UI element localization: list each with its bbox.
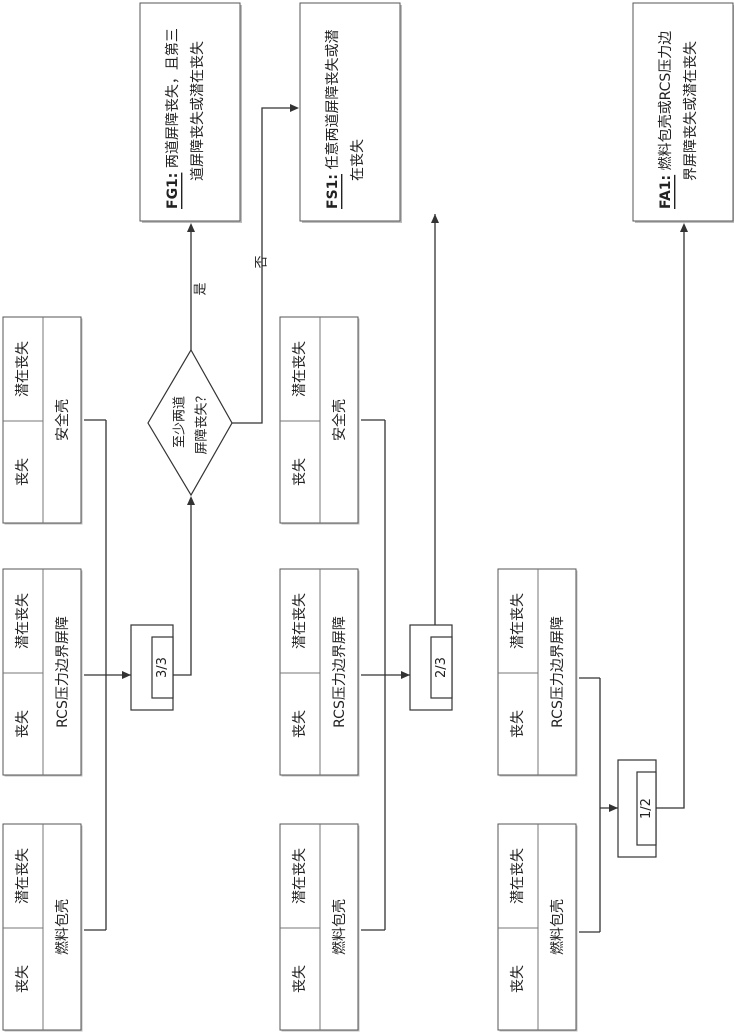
status-potential-loss-label: 潜在丧失 <box>510 593 526 649</box>
outcome-line1: FA1: 燃料包壳或RCS压力边 <box>657 31 674 209</box>
decision-question-line2: 屏障丧失？ <box>195 389 210 454</box>
status-potential-loss-label: 潜在丧失 <box>292 848 308 904</box>
barrier-name-label: RCS压力边界屏障 <box>55 616 71 728</box>
table-frame <box>497 823 577 1031</box>
status-potential-loss-label: 潜在丧失 <box>15 593 31 649</box>
outcome-line2: 界屏障丧失或潜在丧失 <box>683 41 699 181</box>
no-connector <box>232 107 290 424</box>
gate-label: 2/3 <box>434 657 449 678</box>
box-frame <box>299 2 401 222</box>
status-potential-loss-label: 潜在丧失 <box>15 341 31 397</box>
outcome-fs1: FS1: 任意两道屏障丧失或潜在丧失 <box>299 2 402 223</box>
status-potential-loss-label: 潜在丧失 <box>15 848 31 904</box>
arrowhead <box>431 214 439 223</box>
decision-question-line1: 至少两道 <box>173 396 188 448</box>
barrier-name-label: 安全壳 <box>331 399 348 441</box>
diamond-shape <box>147 348 233 497</box>
status-loss-label: 丧失 <box>510 710 526 738</box>
gate-3-of-3: 3/3 <box>130 624 174 711</box>
arrowhead <box>187 496 195 505</box>
barrier-name-label: 燃料包壳 <box>54 899 71 955</box>
status-loss-label: 丧失 <box>510 965 526 993</box>
table-frame <box>279 316 359 524</box>
status-loss-label: 丧失 <box>292 710 308 738</box>
table-frame <box>279 568 359 776</box>
barrier-name-label: 安全壳 <box>54 399 71 441</box>
status-loss-label: 丧失 <box>15 710 31 738</box>
table-frame <box>497 568 577 776</box>
table-frame <box>2 568 82 776</box>
decision-diamond: 至少两道屏障丧失？ <box>147 348 233 497</box>
barrier-name-label: 燃料包壳 <box>549 899 566 955</box>
gate-label: 1/2 <box>639 798 654 819</box>
table-frame <box>2 316 82 524</box>
barrier-name-label: RCS压力边界屏障 <box>332 616 348 728</box>
yes-label: 是 <box>194 282 209 295</box>
box-frame <box>632 2 734 222</box>
arrowhead <box>187 223 195 232</box>
gate-label: 3/3 <box>155 657 170 678</box>
connector <box>173 505 192 676</box>
gate-inner <box>151 636 174 699</box>
arrowhead <box>290 104 299 112</box>
outcome-line1: FS1: 任意两道屏障丧失或潜 <box>324 30 341 209</box>
gate-1-of-2: 1/2 <box>617 759 657 858</box>
table-2-rcs-boundary: 丧失 潜在丧失 RCS压力边界屏障 <box>279 568 360 777</box>
status-loss-label: 丧失 <box>15 458 31 486</box>
connector <box>656 232 685 809</box>
outcome-fa1: FA1: 燃料包壳或RCS压力边界屏障丧失或潜在丧失 <box>632 2 734 223</box>
arrowhead <box>609 804 618 812</box>
status-potential-loss-label: 潜在丧失 <box>292 593 308 649</box>
table-frame <box>279 823 359 1031</box>
outcome-fg1: FG1: 两道屏障丧失，且第三道屏障丧失或潜在丧失 <box>139 2 242 223</box>
status-loss-label: 丧失 <box>292 458 308 486</box>
arrowhead <box>401 671 410 679</box>
status-loss-label: 丧失 <box>15 965 31 993</box>
gate-inner <box>430 636 453 699</box>
table-3-rcs-boundary: 丧失 潜在丧失 RCS压力边界屏障 <box>497 568 578 777</box>
arrowhead <box>122 671 131 679</box>
barrier-name-label: RCS压力边界屏障 <box>550 616 566 728</box>
status-potential-loss-label: 潜在丧失 <box>292 341 308 397</box>
outcome-line2: 在丧失 <box>350 139 366 181</box>
box-frame <box>139 2 241 222</box>
status-potential-loss-label: 潜在丧失 <box>510 848 526 904</box>
arrowhead <box>680 223 688 232</box>
table-1-rcs-boundary: 丧失 潜在丧失 RCS压力边界屏障 <box>2 568 83 777</box>
outcome-line1: FG1: 两道屏障丧失，且第三 <box>164 28 181 209</box>
status-loss-label: 丧失 <box>292 965 308 993</box>
barrier-name-label: 燃料包壳 <box>331 899 348 955</box>
table-frame <box>2 823 82 1031</box>
gate-2-of-3: 2/3 <box>409 624 453 711</box>
no-label: 否 <box>255 255 270 268</box>
outcome-line2: 道屏障丧失或潜在丧失 <box>190 41 206 181</box>
